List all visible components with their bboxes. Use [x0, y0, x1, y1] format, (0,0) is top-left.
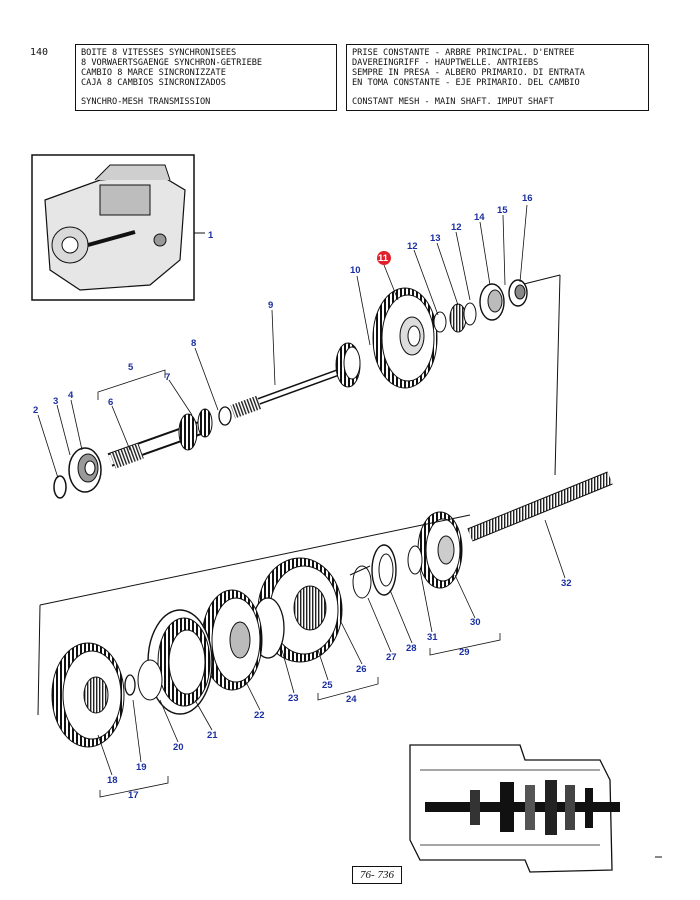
callout-20: 20	[173, 742, 184, 753]
lower-boundary-lines	[37, 514, 471, 716]
callout-15: 15	[497, 205, 508, 216]
callout-28: 28	[406, 643, 417, 654]
callout-5: 5	[128, 362, 134, 373]
callout-24: 24	[346, 694, 357, 705]
page-number: 140	[30, 47, 49, 58]
callout-13: 13	[430, 233, 441, 244]
callout-26: 26	[356, 664, 367, 675]
section-line-de: DAVEREINGRIFF - HAUPTWELLE. ANTRIEBS	[352, 58, 539, 68]
title-line-de: 8 VORWAERTSGAENGE SYNCHRON-GETRIEBE	[81, 58, 263, 68]
section-line-it: SEMPRE IN PRESA - ALBERO PRIMARIO. DI EN…	[352, 68, 585, 78]
callout-29: 29	[459, 647, 470, 658]
title-box-languages: BOITE 8 VITESSES SYNCHRONISEES 8 VORWAER…	[75, 44, 337, 111]
callout-8: 8	[191, 338, 196, 349]
callout-11: 11	[378, 253, 389, 264]
section-line-es: EN TOMA CONSTANTE - EJE PRIMARIO. DEL CA…	[352, 78, 580, 88]
title-line-it: CAMBIO 8 MARCE SINCRONIZZATE	[81, 68, 226, 78]
callout-2: 2	[33, 405, 38, 416]
callout-19: 19	[136, 762, 147, 773]
callout-9: 9	[268, 300, 273, 311]
callout-23: 23	[288, 693, 299, 704]
callout-32: 32	[561, 578, 572, 589]
callout-27: 27	[386, 652, 397, 663]
callout-labels: 1 2 3 4 5 6 7 8 9 10 11 12 13 12 14 15 1…	[33, 193, 572, 801]
lower-gear-train	[51, 511, 463, 748]
callout-7: 7	[165, 372, 170, 383]
callout-22: 22	[254, 710, 265, 721]
callout-18: 18	[107, 775, 118, 786]
callout-14: 14	[474, 212, 485, 223]
callout-4: 4	[68, 390, 74, 401]
leader-lines	[37, 204, 566, 798]
callout-31: 31	[427, 632, 438, 643]
callout-21: 21	[207, 730, 218, 741]
callout-17: 17	[128, 790, 139, 801]
title-line-en: SYNCHRO-MESH TRANSMISSION	[81, 97, 211, 107]
lower-left-shaft-assembly	[53, 406, 232, 499]
callout-3: 3	[53, 396, 58, 407]
title-line-fr: BOITE 8 VITESSES SYNCHRONISEES	[81, 48, 237, 58]
reference-code: 76- 736	[352, 866, 402, 884]
callout-1: 1	[208, 230, 214, 241]
callout-12a: 12	[407, 241, 418, 252]
callout-30: 30	[470, 617, 481, 628]
highlight-marker	[377, 251, 391, 265]
callout-6: 6	[108, 397, 113, 408]
title-box-section: PRISE CONSTANTE - ARBRE PRINCIPAL. D'ENT…	[346, 44, 649, 111]
section-line-fr: PRISE CONSTANTE - ARBRE PRINCIPAL. D'ENT…	[352, 48, 575, 58]
callout-10: 10	[350, 265, 361, 276]
input-shaft-assembly	[230, 279, 528, 419]
callout-16: 16	[522, 193, 533, 204]
cross-section-thumbnail	[409, 744, 620, 873]
main-shaft	[467, 471, 613, 542]
section-line-en: CONSTANT MESH - MAIN SHAFT. IMPUT SHAFT	[352, 97, 554, 107]
gearbox-thumbnail	[31, 154, 205, 301]
upper-boundary-lines	[519, 274, 561, 476]
callout-12b: 12	[451, 222, 462, 233]
callout-25: 25	[322, 680, 333, 691]
title-line-es: CAJA 8 CAMBIOS SINCRONIZADOS	[81, 78, 226, 88]
